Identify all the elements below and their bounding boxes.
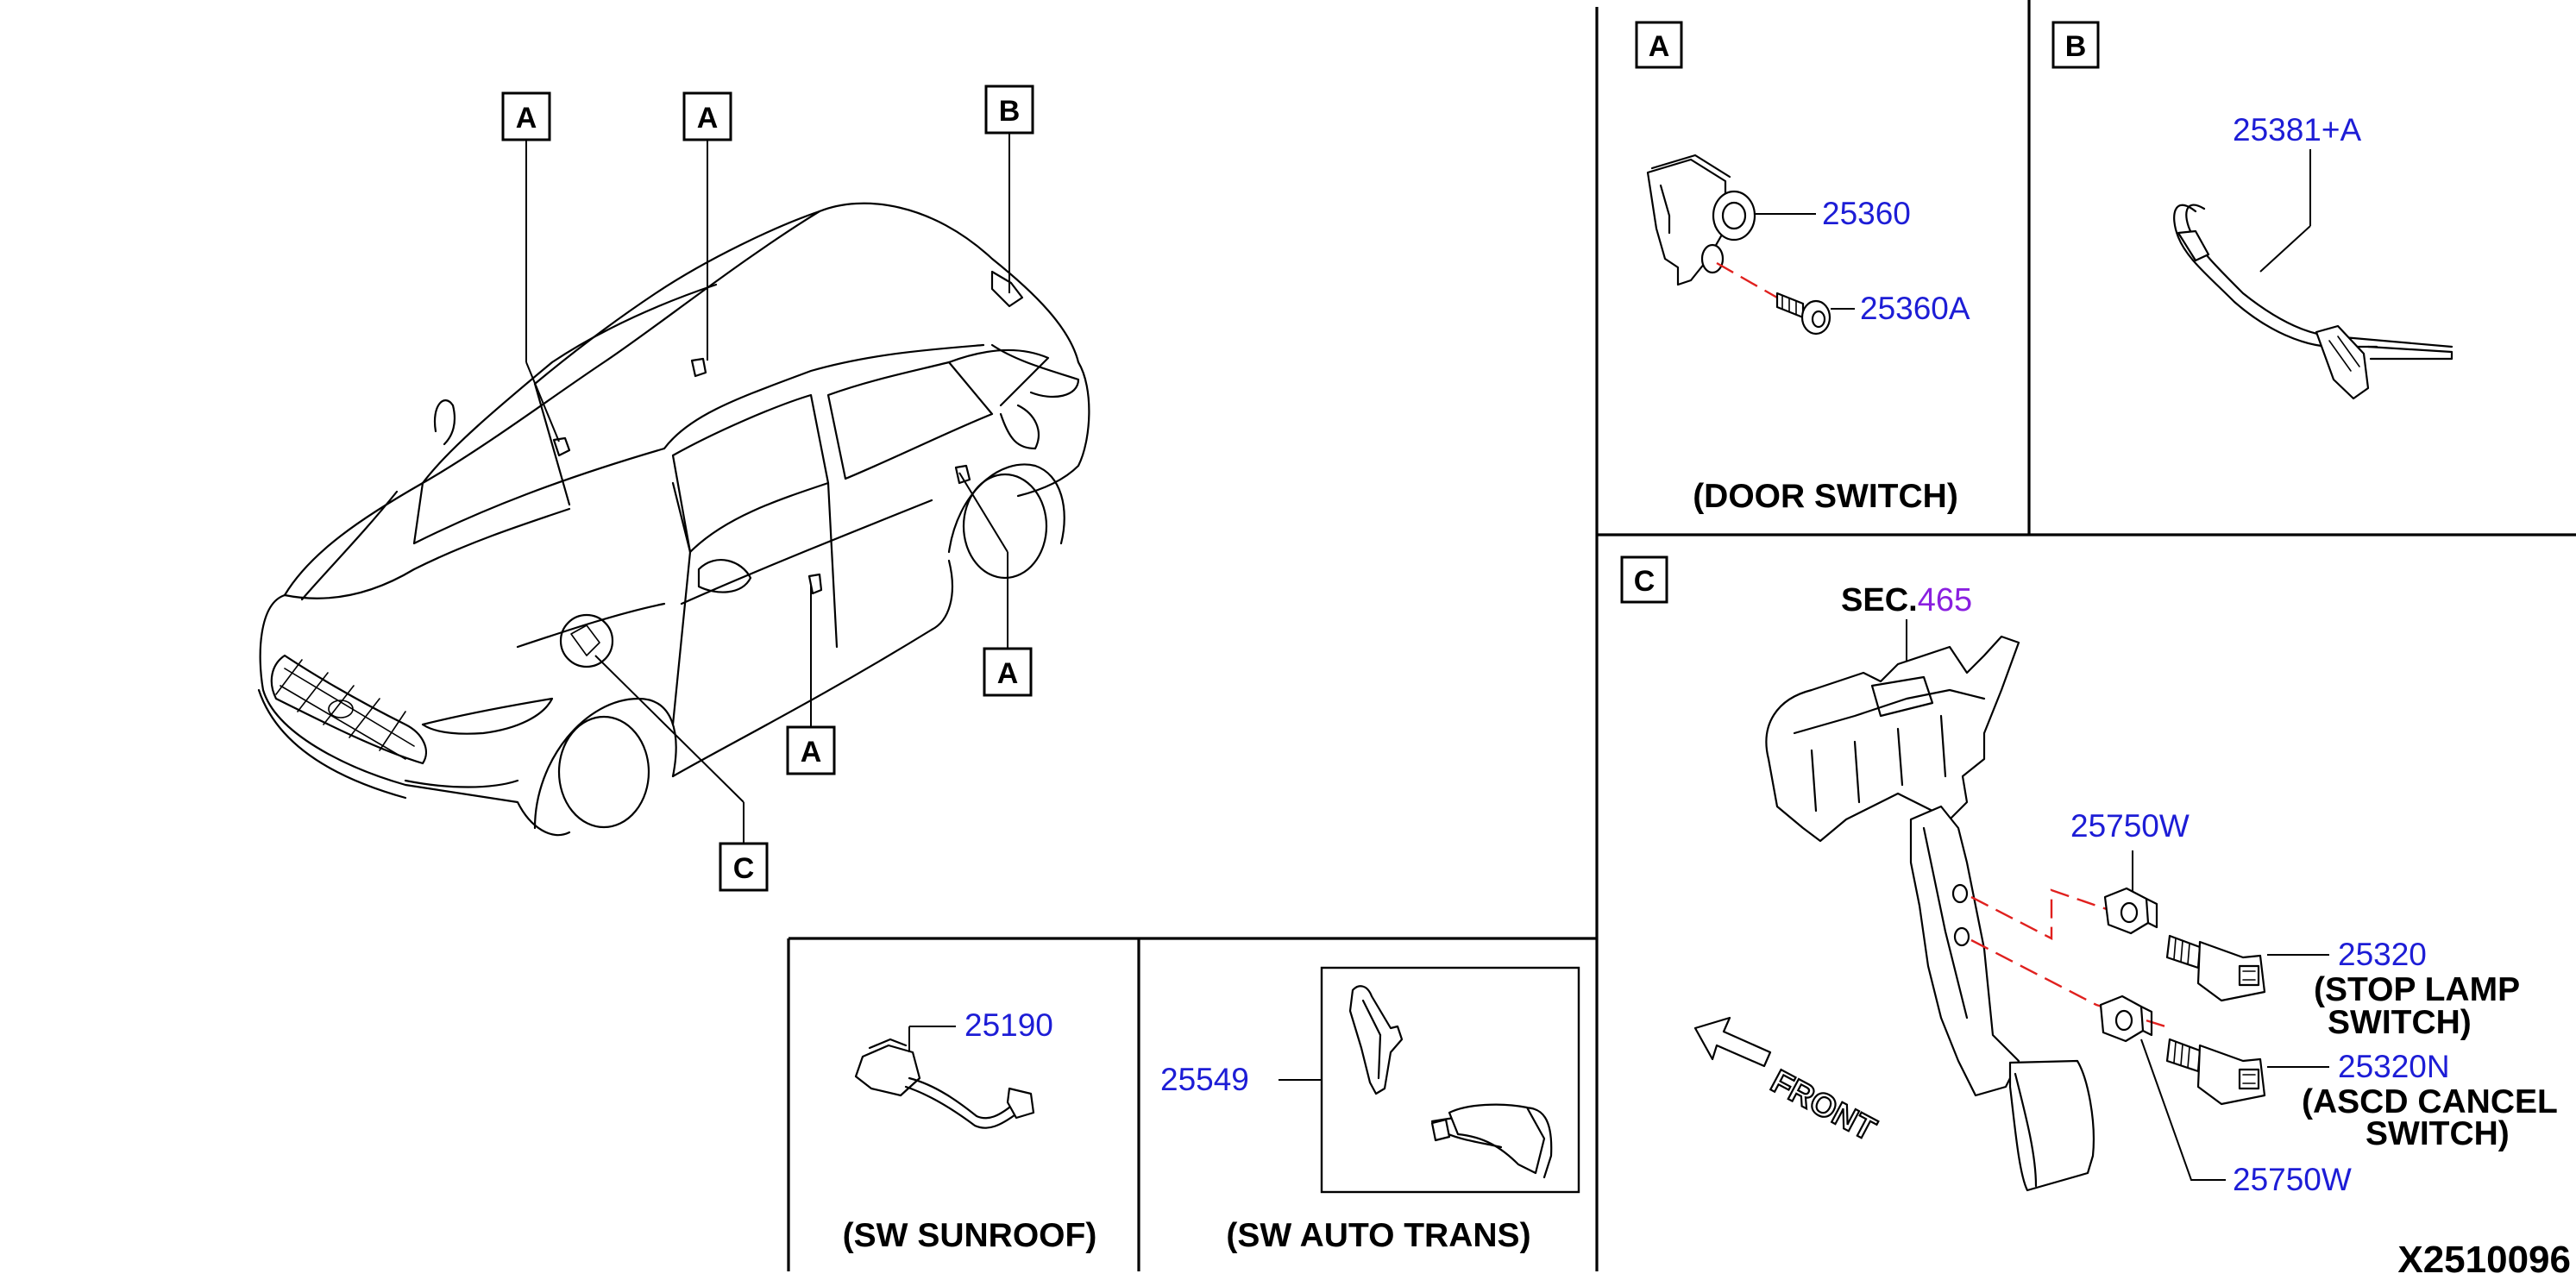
part-number-25360a[interactable]: 25360A [1860,291,1970,326]
part-number-25360[interactable]: 25360 [1822,196,1911,231]
svg-text:C: C [733,852,755,885]
front-arrow-icon [1693,1016,1772,1068]
sunroof-switch-part [854,1038,1035,1129]
door-switch-part [1646,154,1756,286]
callout-c-pedal: C [719,842,769,892]
svg-text:C: C [1634,565,1656,598]
part-number-25320n[interactable]: 25320N [2338,1049,2450,1084]
svg-text:B: B [2065,30,2087,63]
svg-text:A: A [697,102,719,135]
panel-c-pedal: C SEC.465 [1620,555,2558,1197]
part-number-25190[interactable]: 25190 [964,1007,1053,1043]
door-switch-caption: (DOOR SWITCH) [1693,478,1958,515]
auto-trans-caption: (SW AUTO TRANS) [1226,1217,1530,1254]
stop-lamp-nut [2103,887,2158,935]
stop-lamp-switch-part [2165,934,2266,1002]
auto-trans-switch-part [1348,985,1553,1179]
svg-text:A: A [997,657,1019,690]
diagram-code: X2510096 [2397,1239,2571,1280]
svg-text:A: A [516,102,537,135]
ascd-switch-part [2165,1038,2266,1106]
vehicle-illustration [257,202,1090,837]
ascd-nut [2099,995,2153,1043]
callout-a-top-left: A [501,91,551,141]
stop-lamp-caption-1: (STOP LAMP [2314,971,2520,1008]
panel-a-door-switch: A 25360 25360A (DOOR SWITCH) [1635,21,1970,515]
panel-auto-trans: 25549 (SW AUTO TRANS) [1160,966,1580,1254]
svg-text:A: A [801,736,822,769]
svg-text:B: B [999,95,1021,128]
harness-switch-part [2173,204,2453,400]
part-number-25750w-upper[interactable]: 25750W [2070,808,2190,844]
door-switch-bolt [1775,292,1831,336]
callout-a-rear-door: A [983,647,1033,697]
callout-a-top-center: A [682,91,732,141]
part-number-25750w-lower[interactable]: 25750W [2233,1162,2352,1197]
stop-lamp-caption-2: SWITCH) [2328,1004,2472,1041]
panel-borders [787,0,2576,1271]
pedal-bracket [1765,635,2095,1192]
panel-b-harness: B 25381+A [2051,21,2453,400]
part-number-25381a[interactable]: 25381+A [2233,112,2361,147]
sunroof-caption: (SW SUNROOF) [843,1217,1097,1254]
callout-b-top-right: B [984,85,1034,135]
ascd-caption-1: (ASCD CANCEL [2302,1083,2558,1120]
svg-text:A: A [1649,30,1670,63]
vehicle-leaders [525,134,1010,845]
section-reference[interactable]: SEC.465 [1841,582,1972,618]
part-number-25320[interactable]: 25320 [2338,937,2427,972]
ascd-caption-2: SWITCH) [2366,1115,2510,1152]
front-label: FRONT [1765,1064,1882,1149]
callout-a-front-door: A [786,725,836,775]
panel-sunroof: 25190 (SW SUNROOF) [843,1007,1097,1254]
part-number-25549[interactable]: 25549 [1160,1062,1249,1097]
